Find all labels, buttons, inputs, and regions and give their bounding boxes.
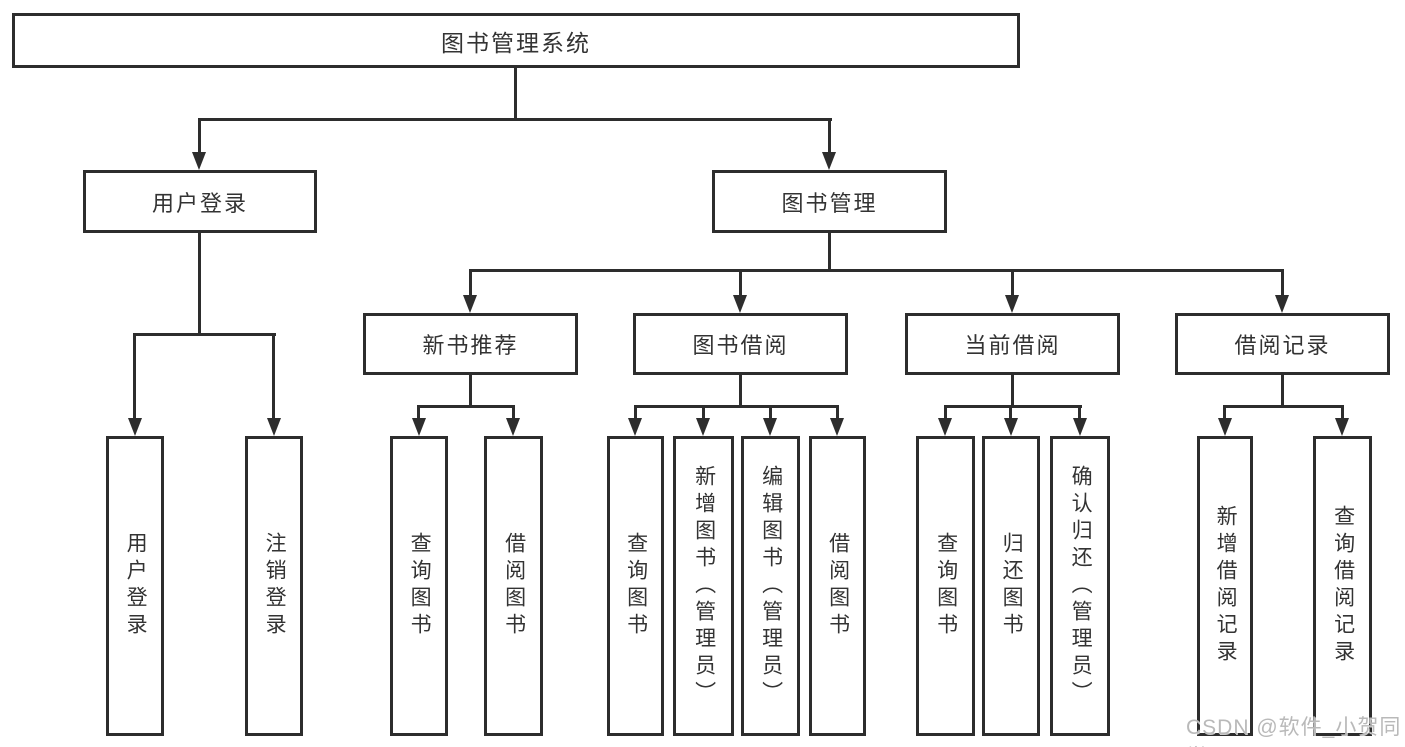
connector-line xyxy=(944,405,1082,408)
arrow-down-icon xyxy=(128,418,142,436)
connector-line xyxy=(469,375,472,407)
node-edit-books-admin-leaf: 编辑图书（管理员） xyxy=(741,436,800,736)
node-label: 注销登录 xyxy=(263,532,287,640)
node-return-books-leaf: 归还图书 xyxy=(982,436,1040,736)
connector-line xyxy=(1223,407,1226,420)
arrow-down-icon xyxy=(1335,418,1349,436)
node-label: 当前借阅 xyxy=(964,333,1061,358)
connector-line xyxy=(1341,407,1344,420)
connector-line xyxy=(469,269,1284,272)
node-query-borrow-record-leaf: 查询借阅记录 xyxy=(1313,436,1372,736)
arrow-down-icon xyxy=(822,152,836,170)
node-label: 借阅图书 xyxy=(502,532,526,640)
node-label: 查询图书 xyxy=(408,532,432,640)
connector-line xyxy=(1009,407,1012,420)
node-user-login-leaf: 用户登录 xyxy=(106,436,164,736)
arrow-down-icon xyxy=(628,418,642,436)
connector-line xyxy=(1011,271,1014,297)
arrow-down-icon xyxy=(463,295,477,313)
node-label: 图书管理系统 xyxy=(441,29,591,56)
connector-line xyxy=(469,271,472,297)
connector-line xyxy=(944,407,947,420)
connector-line xyxy=(1281,271,1284,297)
watermark: CSDN @软件_小贺同学 xyxy=(1186,716,1402,747)
arrow-down-icon xyxy=(506,418,520,436)
arrow-down-icon xyxy=(1275,295,1289,313)
node-borrow-books-leaf: 借阅图书 xyxy=(809,436,866,736)
node-confirm-return-admin-leaf: 确认归还（管理员） xyxy=(1050,436,1110,736)
node-add-books-admin-leaf: 新增图书（管理员） xyxy=(673,436,734,736)
node-label: 查询图书 xyxy=(934,532,958,640)
connector-line xyxy=(514,68,517,120)
connector-line xyxy=(836,407,839,420)
connector-line xyxy=(634,405,839,408)
connector-line xyxy=(634,407,637,420)
connector-line xyxy=(739,271,742,297)
connector-line xyxy=(198,118,832,121)
connector-line xyxy=(417,405,515,408)
connector-line xyxy=(198,120,201,154)
node-book-borrowing: 图书借阅 xyxy=(633,313,848,375)
node-label: 借阅记录 xyxy=(1234,333,1331,358)
node-library-management-system: 图书管理系统 xyxy=(12,13,1020,68)
node-add-borrow-record-leaf: 新增借阅记录 xyxy=(1197,436,1253,736)
node-query-books-leaf: 查询图书 xyxy=(916,436,975,736)
arrow-down-icon xyxy=(733,295,747,313)
connector-line xyxy=(133,333,276,336)
arrow-down-icon xyxy=(1218,418,1232,436)
node-user-login-module: 用户登录 xyxy=(83,170,317,233)
node-label: 查询图书 xyxy=(624,532,648,640)
node-query-books-leaf: 查询图书 xyxy=(390,436,448,736)
arrow-down-icon xyxy=(1004,418,1018,436)
connector-line xyxy=(1078,407,1081,420)
connector-line xyxy=(828,233,831,271)
node-label: 编辑图书（管理员） xyxy=(759,464,783,708)
node-label: 新书推荐 xyxy=(422,333,519,358)
node-label: 确认归还（管理员） xyxy=(1069,464,1093,708)
arrow-down-icon xyxy=(267,418,281,436)
node-borrow-books-leaf: 借阅图书 xyxy=(484,436,543,736)
node-label: 新增图书（管理员） xyxy=(692,464,716,708)
connector-line xyxy=(272,335,275,420)
node-query-books-leaf: 查询图书 xyxy=(607,436,664,736)
arrow-down-icon xyxy=(412,418,426,436)
node-label: 用户登录 xyxy=(124,532,148,640)
node-label: 图书借阅 xyxy=(692,333,789,358)
connector-line xyxy=(828,120,831,154)
connector-line xyxy=(198,233,201,335)
arrow-down-icon xyxy=(830,418,844,436)
node-book-management-module: 图书管理 xyxy=(712,170,947,233)
node-new-book-recommendation: 新书推荐 xyxy=(363,313,578,375)
node-label: 借阅图书 xyxy=(826,532,850,640)
arrow-down-icon xyxy=(763,418,777,436)
connector-line xyxy=(1281,375,1284,407)
connector-line xyxy=(512,407,515,420)
connector-line xyxy=(133,335,136,420)
node-current-borrowing: 当前借阅 xyxy=(905,313,1120,375)
connector-line xyxy=(1223,405,1344,408)
connector-line xyxy=(417,407,420,420)
arrow-down-icon xyxy=(1005,295,1019,313)
arrow-down-icon xyxy=(192,152,206,170)
arrow-down-icon xyxy=(1073,418,1087,436)
node-label: 查询借阅记录 xyxy=(1331,505,1355,667)
node-logout-leaf: 注销登录 xyxy=(245,436,303,736)
connector-line xyxy=(739,375,742,407)
node-label: 新增借阅记录 xyxy=(1214,505,1238,667)
node-label: 图书管理 xyxy=(781,190,878,216)
node-label: 用户登录 xyxy=(151,190,248,216)
arrow-down-icon xyxy=(696,418,710,436)
node-label: 归还图书 xyxy=(1000,532,1024,640)
connector-line xyxy=(702,407,705,420)
node-borrowing-records: 借阅记录 xyxy=(1175,313,1390,375)
connector-line xyxy=(769,407,772,420)
arrow-down-icon xyxy=(938,418,952,436)
connector-line xyxy=(1011,375,1014,407)
